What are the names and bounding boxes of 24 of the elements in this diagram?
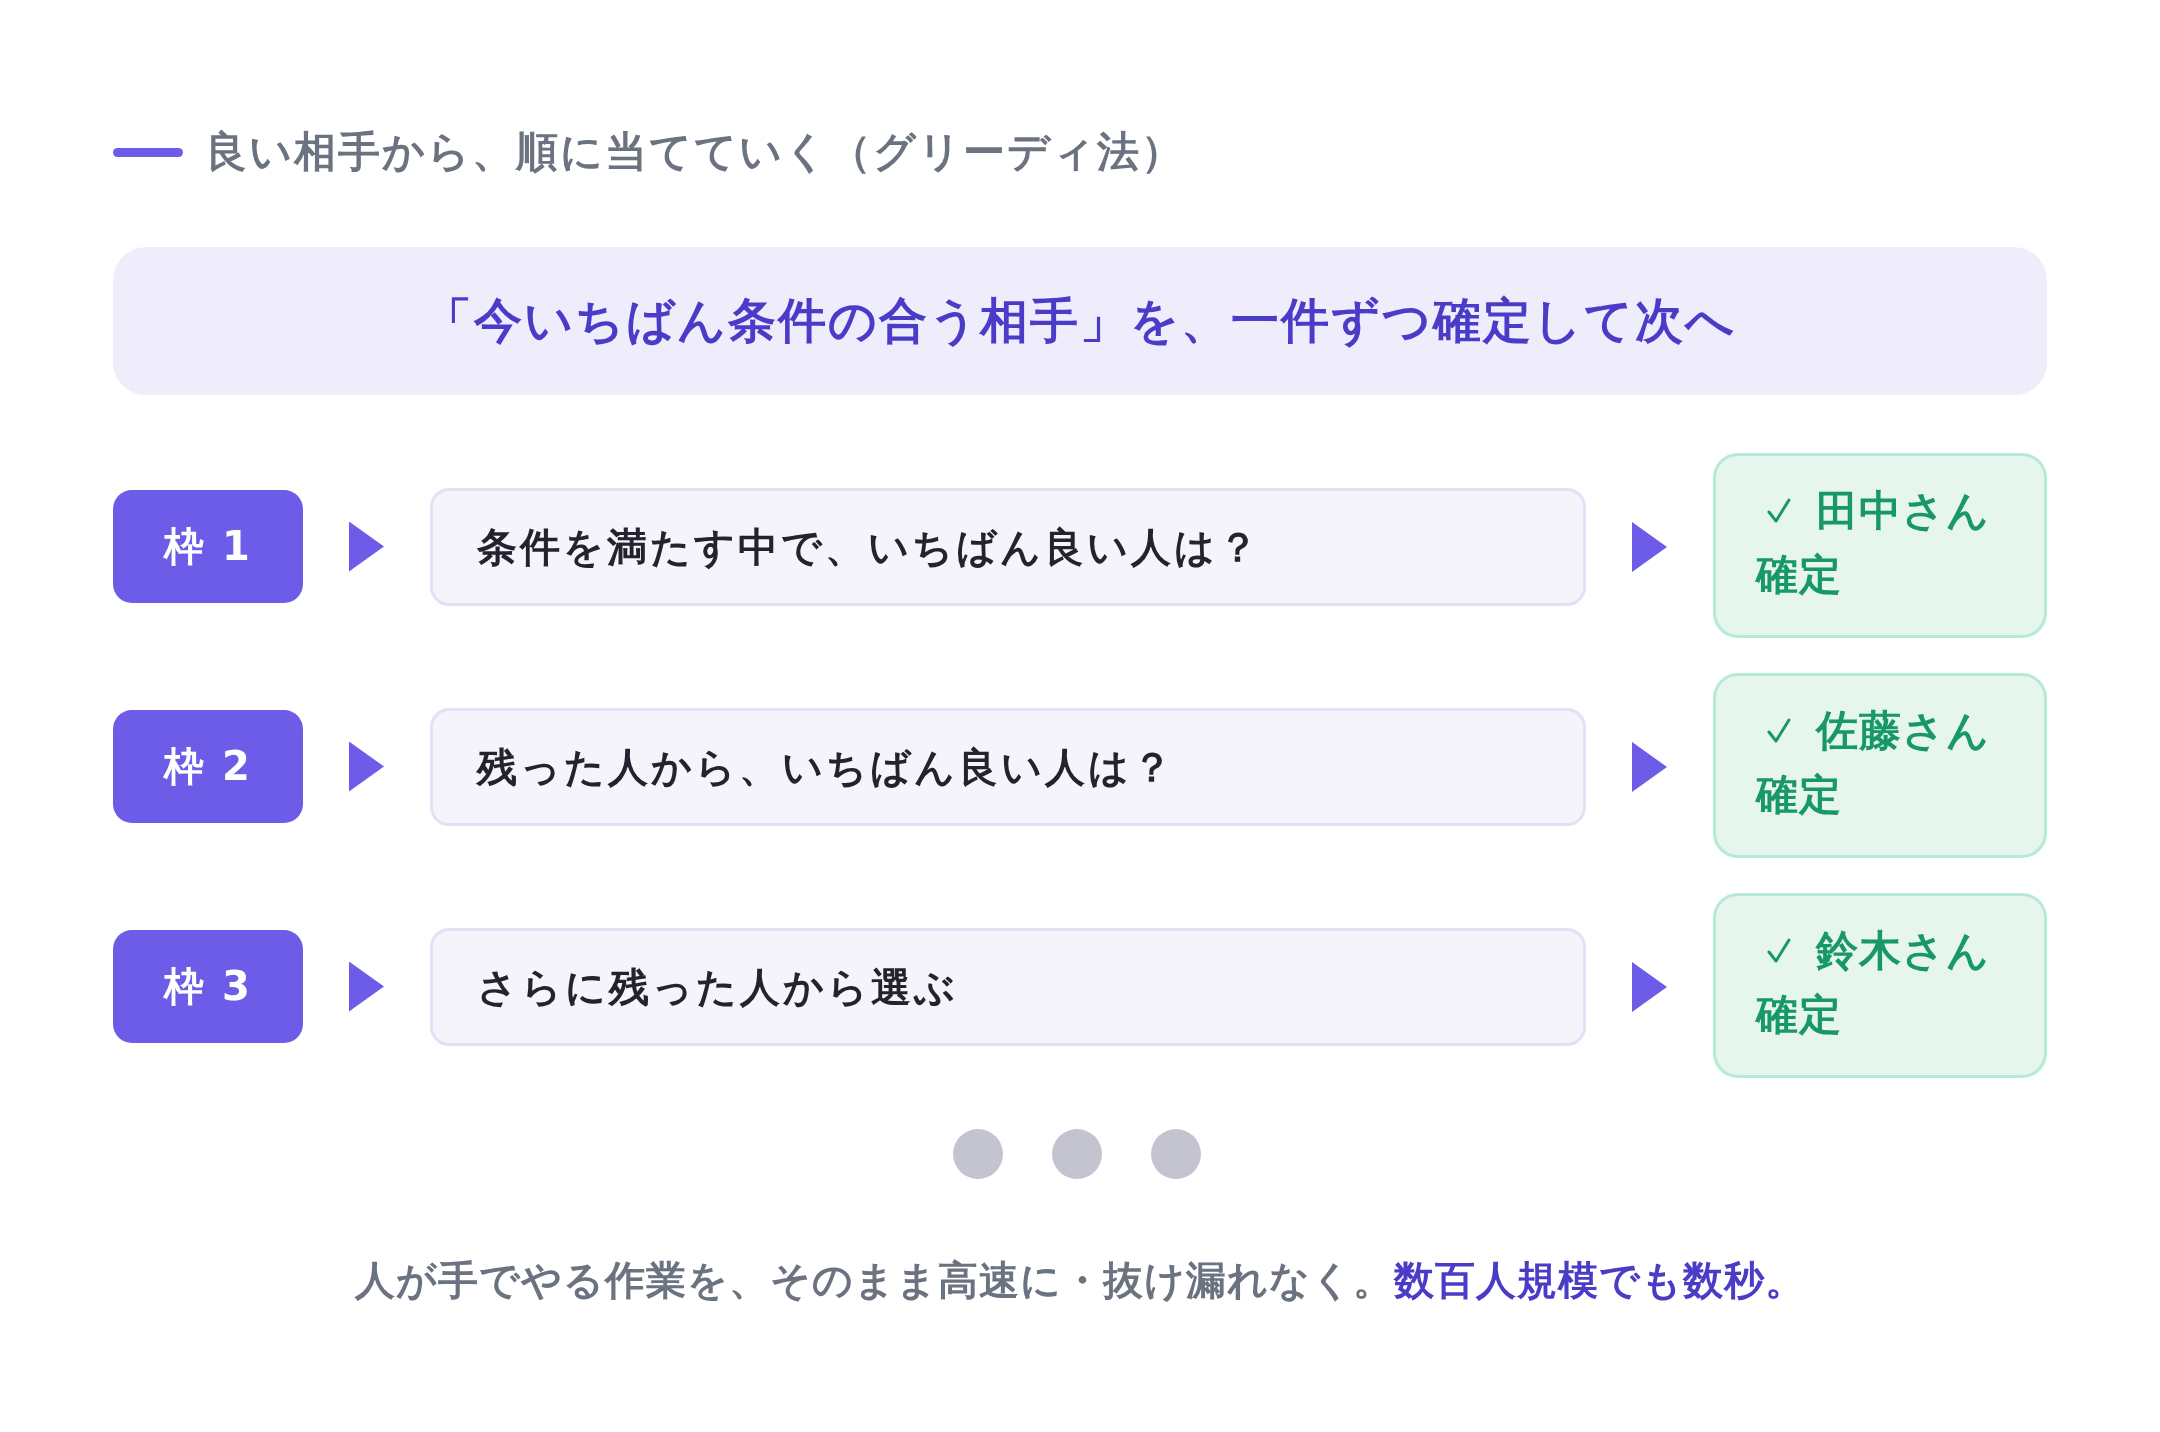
result-status: 確定 [1756, 549, 1843, 601]
caption-text: 人が手でやる作業を、そのまま高速に・抜け漏れなく。数百人規模でも数秒。 [354, 1257, 1806, 1303]
result-name: 鈴木さん [1816, 925, 1990, 977]
question-text: 残った人から、いちばん良い人は？ [477, 742, 1175, 792]
question-text: 条件を満たす中で、いちばん良い人は？ [477, 522, 1261, 572]
question-text: さらに残った人から選ぶ [477, 962, 958, 1012]
question-box [430, 928, 1586, 1046]
question-box [430, 488, 1586, 606]
result-card [1713, 673, 2047, 858]
slot-tag [113, 710, 303, 823]
banner-text: 「今いちばん条件の合う相手」を、一件ずつ確定して次へ [424, 291, 1736, 350]
slot-label: 枠 2 [164, 742, 252, 791]
result-card [1713, 453, 2047, 638]
slot-tag [113, 490, 303, 603]
slot-label: 枠 1 [164, 522, 252, 571]
result-name: 田中さん [1816, 485, 1990, 537]
result-card [1713, 893, 2047, 1078]
result-status: 確定 [1756, 769, 1843, 821]
question-box [430, 708, 1586, 826]
diagram-title: 良い相手から、順に当てていく（グリーディ法） [205, 126, 1185, 178]
result-name: 佐藤さん [1816, 705, 1990, 757]
slot-tag [113, 930, 303, 1043]
slot-label: 枠 3 [164, 962, 252, 1011]
result-status: 確定 [1756, 989, 1843, 1041]
